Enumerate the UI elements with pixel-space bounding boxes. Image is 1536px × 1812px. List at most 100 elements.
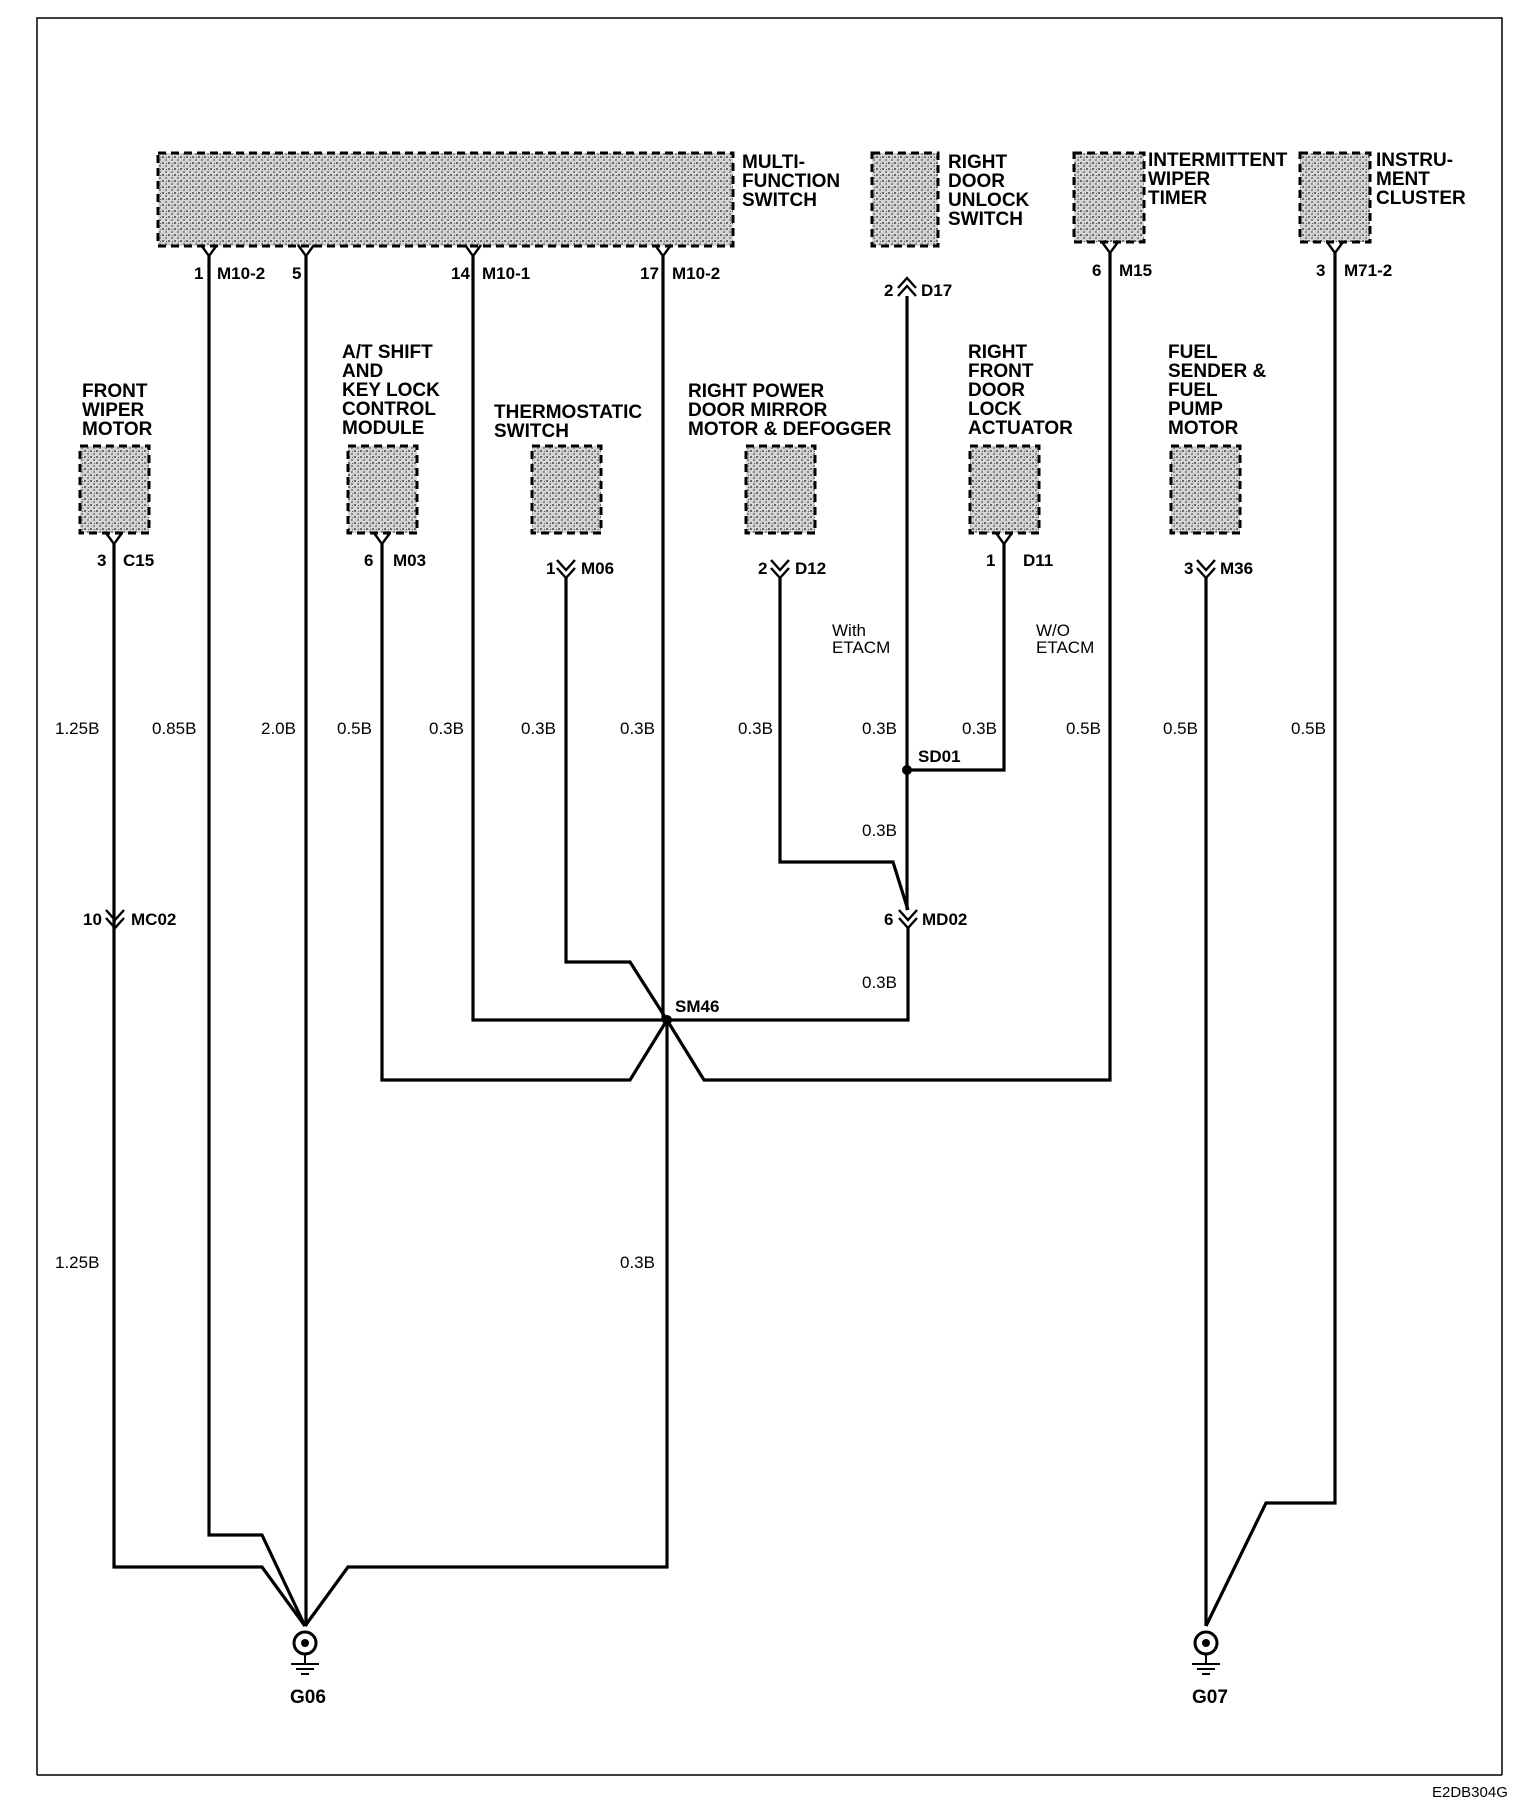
front-wiper-motor-box [78,444,151,535]
wire-mfs14-label: 0.3B [429,719,464,738]
ground-g06-label: G06 [290,1687,326,1708]
conn-m71-symbol [1326,241,1344,256]
wire-c15-label: 1.25B [55,719,99,738]
pin-d11: 1 [986,551,995,570]
conn-d12-id: D12 [795,559,826,578]
multi-function-switch-box [156,151,735,248]
instrument-cluster-box [1298,151,1372,244]
wire-mfs5-label: 2.0B [261,719,296,738]
conn-c15-symbol [105,532,123,547]
at-shift-key-lock-box [346,444,419,535]
splice-sd01-label: SD01 [918,747,961,766]
wire-mfs1 [207,256,307,1627]
wire-m03 [380,544,669,1082]
intermittent-wiper-timer-box [1072,151,1146,244]
wire-m06-label: 0.3B [521,719,556,738]
conn-d17-symbol [897,276,917,297]
wire-m15-label: 0.5B [1066,719,1101,738]
wire-mfs1-label: 0.85B [152,719,196,738]
wire-m15 [665,253,1112,1082]
conn-m15-symbol [1101,241,1119,256]
conn-md02-id: MD02 [922,910,967,929]
wire-mfs17-label: 0.3B [620,719,655,738]
conn-md02-symbol [898,909,918,930]
wire-m36-label: 0.5B [1163,719,1198,738]
pin-mc02: 10 [83,910,102,929]
splice-sm46-dot [662,1015,672,1025]
wire-m03-label: 0.5B [337,719,372,738]
pin-m03: 6 [364,551,373,570]
conn-m06-id: M06 [581,559,614,578]
wire-md02-sm46 [667,928,910,1022]
conn-m71-id: M71-2 [1344,261,1392,280]
conn-c15-id: C15 [123,551,154,570]
pin-d12: 2 [758,559,767,578]
pin-mfs17: 17 [640,264,659,283]
wire-c15 [112,544,307,1627]
wire-c15-lower-label: 1.25B [55,1253,99,1272]
splice-sd01-dot [902,765,912,775]
conn-m15-id: M15 [1119,261,1152,280]
conn-m03-id: M03 [393,551,426,570]
pin-md02: 6 [884,910,893,929]
conn-mfs1-symbol [200,244,218,259]
ground-g07-label: G07 [1192,1687,1228,1708]
wire-d11 [907,544,1006,772]
conn-d17-id: D17 [921,281,952,300]
conn-mfs1-id: M10-2 [217,264,265,283]
wire-m06 [564,578,669,1021]
page-frame [36,17,1503,1775]
conn-mc02-id: MC02 [131,910,176,929]
wire-mfs14 [471,256,667,1022]
wire-sm46-g06-label: 0.3B [620,1253,655,1272]
wire-sd01-md02-label: 0.3B [862,821,897,840]
pin-mfs1: 1 [194,264,203,283]
conn-m36-symbol [1196,559,1216,580]
ground-g06-symbol [291,1630,319,1675]
conn-mfs17-symbol [654,244,672,259]
right-front-door-lock-actuator-box [968,444,1041,535]
ground-g07-symbol [1192,1630,1220,1675]
conn-d12-symbol [770,559,790,580]
wire-m71 [1204,253,1337,1627]
right-door-unlock-switch-box [870,151,940,248]
splice-sm46-label: SM46 [675,997,719,1016]
wire-d12 [778,578,910,911]
conn-m03-symbol [373,532,391,547]
pin-m71: 3 [1316,261,1325,280]
pin-m36: 3 [1184,559,1193,578]
wire-md02-sm46-label: 0.3B [862,973,897,992]
conn-m36-id: M36 [1220,559,1253,578]
wire-sm46-g06 [303,1020,669,1627]
pin-c15: 3 [97,551,106,570]
pin-m15: 6 [1092,261,1101,280]
thermostatic-switch-box [530,444,603,535]
conn-d11-symbol [995,532,1013,547]
pin-mfs5: 5 [292,264,301,283]
pin-mfs14: 14 [451,264,470,283]
figure-code: E2DB304G [1432,1784,1508,1801]
fuel-sender-box [1169,444,1242,535]
wire-d11-label: 0.3B [962,719,997,738]
right-power-door-mirror-box [744,444,817,535]
pin-m06: 1 [546,559,555,578]
conn-d11-id: D11 [1023,551,1053,570]
pin-d17: 2 [884,281,893,300]
wire-d12-label: 0.3B [738,719,773,738]
wire-m71-label: 0.5B [1291,719,1326,738]
conn-mfs17-id: M10-2 [672,264,720,283]
conn-mfs14-id: M10-1 [482,264,530,283]
